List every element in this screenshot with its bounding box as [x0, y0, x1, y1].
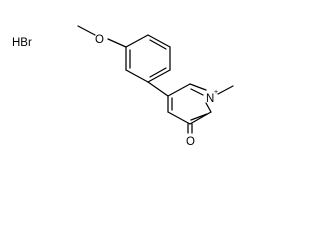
salt-label: HBr [12, 37, 32, 49]
biaryl-bond [147, 81, 169, 97]
nitrogen-atom: N [206, 93, 214, 105]
nitrogen-charge: + [214, 89, 218, 96]
methoxy-oxygen-atom: O [95, 34, 104, 46]
methyl-to-oxygen-bond [77, 25, 96, 36]
oxygen-to-ring-bond [107, 38, 127, 48]
chemical-structure: HBr O N + O [12, 25, 234, 148]
benzene-ring [125, 34, 171, 83]
ketone-oxygen-atom: O [186, 136, 195, 148]
n-methyl-bond [217, 85, 234, 95]
pyridinium-ring [167, 83, 212, 125]
